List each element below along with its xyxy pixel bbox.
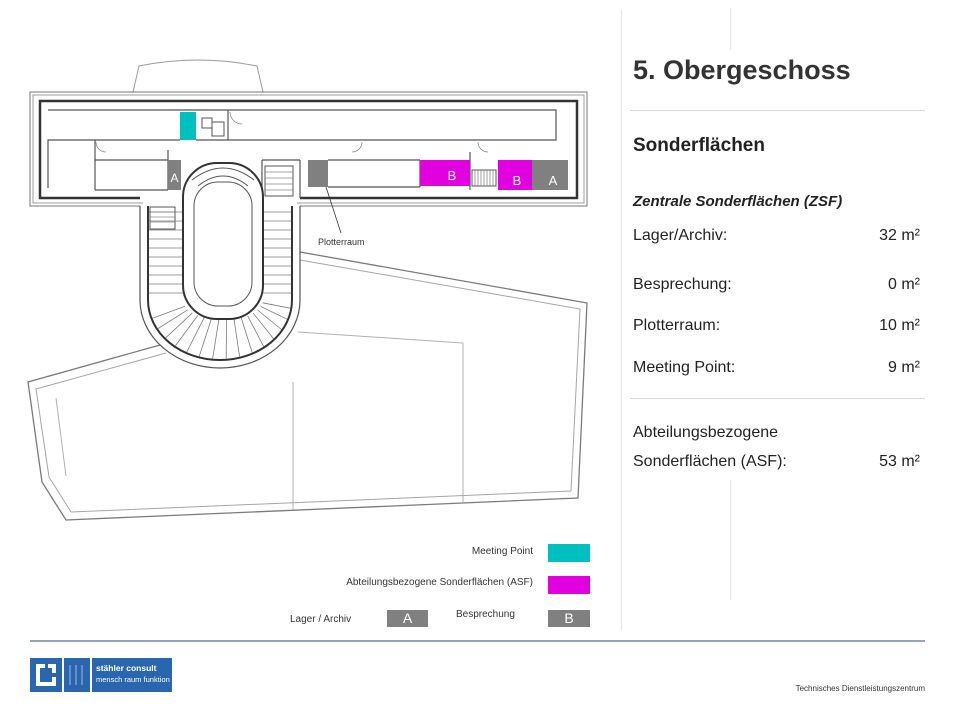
room-label-b-right: B (513, 173, 522, 188)
zsf-row-plotterraum: Plotterraum: 10 m² (633, 316, 920, 335)
stair-tread (198, 318, 212, 357)
special-areas: A B B A (168, 112, 568, 190)
brand-mark-stripes (69, 665, 83, 685)
title-divider (630, 110, 925, 111)
legend-lager-label: Lager / Archiv (290, 614, 352, 625)
footer-divider (30, 640, 925, 642)
row-value: 32 m² (879, 227, 920, 244)
row-value: 10 m² (879, 317, 920, 334)
atrium-side-stair-box (149, 206, 176, 230)
room-label-a-left: A (170, 171, 178, 185)
zsf-row-meeting-point: Meeting Point: 9 m² (633, 358, 920, 377)
spiral-stair-top (191, 167, 255, 187)
service-stair-box (264, 165, 294, 197)
legend-besprechung-swatch: B (548, 610, 590, 627)
guide-line-bottom (730, 480, 731, 600)
atrium-core (182, 162, 264, 320)
brand-mark-icon (30, 658, 90, 692)
plotter-callout-leader (325, 186, 342, 234)
row-label: Abteilungsbezogene (633, 424, 779, 441)
legend-lager-swatch: A (387, 610, 428, 627)
brand-mark-block (64, 658, 90, 692)
legend-asf-swatch (548, 576, 590, 594)
row-label: Lager/Archiv: (633, 227, 728, 244)
legend-lager-code: A (402, 610, 413, 626)
row-label: Besprechung: (633, 276, 732, 293)
room-label-a-right: A (549, 173, 558, 188)
brand-mark-frame (36, 664, 56, 686)
meeting-point-area (180, 112, 196, 140)
stair-tread (152, 305, 186, 319)
asf-divider (630, 398, 925, 399)
floor-plan: A B B A Plotterraum (27, 59, 588, 521)
plotter-callout-label: Plotterraum (318, 237, 365, 247)
asf-area-center (420, 160, 470, 186)
stair-tread (165, 312, 193, 339)
project-name: Technisches Dienstleistungszentrum (795, 684, 925, 693)
legend-meeting-point-swatch (548, 544, 590, 562)
legend-meeting-point-label: Meeting Point (471, 546, 533, 557)
brand-tagline: mensch raum funktion (96, 675, 170, 684)
lower-building-divisions (55, 331, 464, 510)
brand-name: stähler consult (96, 663, 157, 673)
page-title: 5. Obergeschoss (633, 55, 851, 85)
stair-tread (212, 319, 220, 359)
row-label: Meeting Point: (633, 359, 736, 376)
door-swings (95, 111, 489, 153)
row-value: 0 m² (888, 276, 920, 293)
stair-tread (174, 315, 199, 347)
facade-inner-line (32, 94, 585, 204)
stair-tread (240, 317, 253, 353)
structural-wall (38, 99, 579, 200)
storage-area-right (532, 160, 568, 190)
asf-label-line1: Abteilungsbezogene (633, 423, 920, 442)
service-stair-treads (265, 171, 293, 191)
stair-tread (186, 317, 205, 353)
asf-area-right (498, 160, 532, 190)
brand-logo: stähler consult mensch raum funktion (30, 658, 172, 692)
row-value: 53 m² (879, 453, 920, 470)
stair-tread (257, 309, 282, 330)
lower-building-inner-wall (35, 259, 581, 513)
atrium-stair-edge (147, 206, 293, 361)
elevator-shaft (201, 117, 213, 129)
stair-tread (252, 312, 274, 339)
legend-besprechung-code: B (564, 610, 574, 626)
lower-building (27, 251, 588, 521)
legend-besprechung-label: Besprechung (456, 609, 515, 620)
row-label: Sonderflächen (ASF): (633, 453, 787, 470)
room-label-b-center: B (448, 168, 457, 183)
atrium (139, 162, 301, 369)
zsf-heading: Zentrale Sonderflächen (ZSF) (633, 193, 843, 210)
plotter-room-area (308, 160, 328, 187)
section-heading: Sonderflächen (633, 135, 765, 156)
brand-mark-square (30, 658, 62, 692)
roof-canopy-outline (132, 59, 264, 93)
stair-tread (260, 306, 288, 320)
stair-tread (157, 309, 189, 329)
guide-line-left (621, 10, 622, 630)
stair-tread (247, 315, 265, 347)
room-partitions (47, 109, 561, 198)
storage-area-left (168, 160, 181, 190)
zsf-row-lager: Lager/Archiv: 32 m² (633, 226, 920, 245)
lower-building-outer-wall (27, 251, 588, 521)
small-stair-treads (474, 170, 494, 186)
guide-line-top (730, 8, 731, 50)
row-label: Plotterraum: (633, 317, 721, 334)
legend-asf-label: Abteilungsbezogene Sonderflächen (ASF) (346, 577, 533, 588)
atrium-outer-wall (139, 206, 301, 369)
zsf-row-besprechung: Besprechung: 0 m² (633, 275, 920, 294)
atrium-side-stair-treads (150, 211, 175, 223)
brand-text-box: stähler consult mensch raum funktion (92, 658, 172, 692)
elevator-shaft-2 (211, 121, 225, 137)
stair-tread (233, 319, 240, 357)
atrium-void (193, 181, 253, 307)
stair-tread (262, 302, 291, 309)
stair-treads (149, 211, 291, 359)
asf-row: Sonderflächen (ASF): 53 m² (633, 452, 920, 471)
facade-outer-line (29, 91, 588, 207)
row-value: 9 m² (888, 359, 920, 376)
